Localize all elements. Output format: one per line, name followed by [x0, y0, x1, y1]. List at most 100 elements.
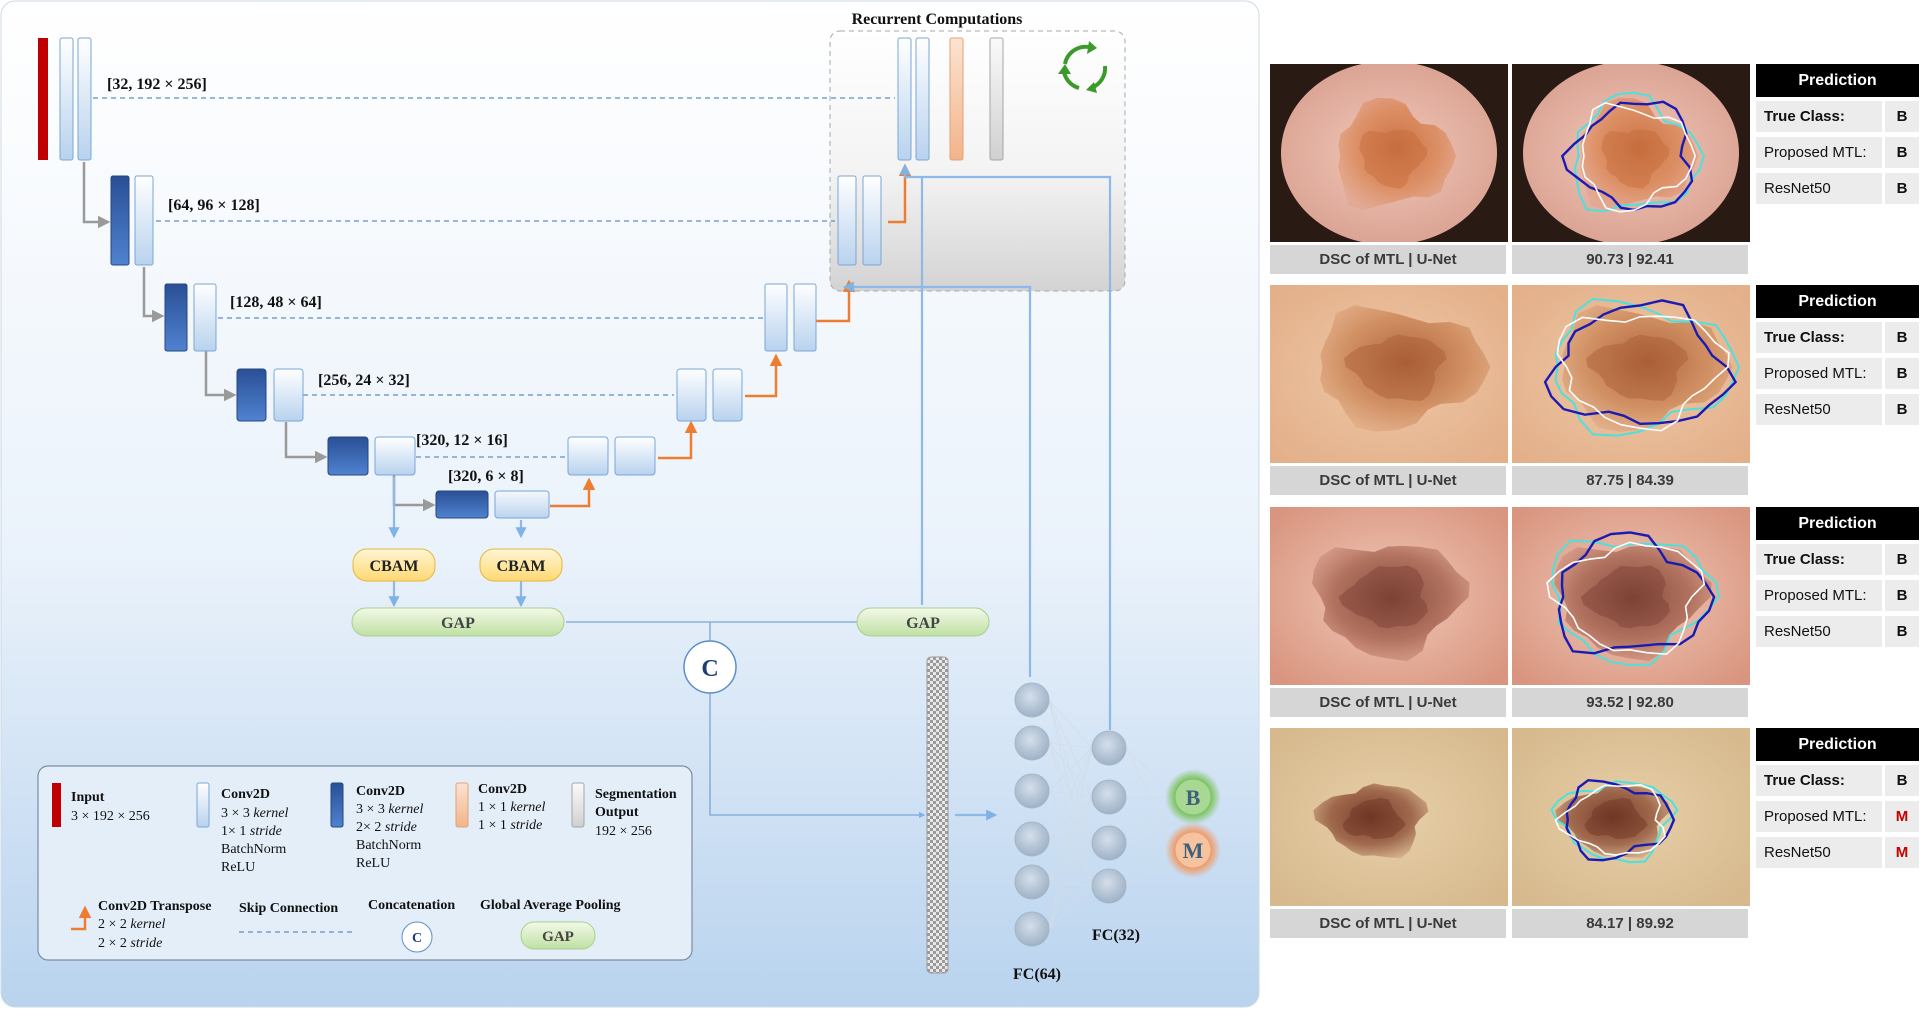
prediction-row-label: True Class:	[1756, 322, 1882, 353]
legend-gap-pill	[520, 921, 596, 950]
case-panel: DSC of MTL | U-Net 90.73 | 92.41 Predict…	[1270, 64, 1920, 276]
legend-transpose-title: Conv2D Transpose	[98, 899, 211, 914]
cbam-label: CBAM	[370, 558, 419, 575]
legend-transpose-arrow	[71, 905, 92, 931]
output-malignant: M	[1165, 822, 1221, 878]
input-block	[38, 38, 48, 160]
prediction-row-value: B	[1885, 765, 1919, 796]
svg-text:2× 2 stride: 2× 2 stride	[356, 820, 417, 835]
dermoscopy-image	[1270, 507, 1508, 685]
fc64-neuron	[1014, 864, 1050, 900]
fc-connections	[1048, 699, 1176, 930]
prediction-header: Prediction	[1756, 507, 1919, 540]
prediction-row-true-class: True Class: B	[1756, 765, 1919, 796]
cbam-label: CBAM	[497, 558, 546, 575]
dsc-label: DSC of MTL | U-Net	[1270, 688, 1506, 717]
cbam-module: CBAM	[479, 548, 563, 582]
segmentation-output-block	[989, 37, 1004, 161]
legend-transpose-stride: 2 × 2	[98, 936, 127, 951]
fc-link	[1048, 885, 1093, 930]
fc-link	[1125, 747, 1176, 851]
fc-link	[1048, 881, 1093, 887]
concat-symbol: C	[701, 656, 718, 682]
legend-conv1-stride-word: stride	[250, 824, 282, 839]
case-panel: DSC of MTL | U-Net 84.17 | 89.92 Predict…	[1270, 728, 1920, 940]
prediction-row-proposed-mtl: Proposed MTL: B	[1756, 137, 1919, 168]
fc-link	[1048, 796, 1093, 930]
legend-conv2-swatch	[330, 782, 344, 828]
prediction-row-true-class: True Class: B	[1756, 101, 1919, 132]
encoder-downsample-arrows	[82, 162, 436, 512]
conv-block	[915, 37, 930, 161]
segmentation-overlay-image	[1512, 64, 1750, 242]
prediction-row-value: B	[1885, 616, 1919, 647]
legend-conv1-swatch	[196, 782, 210, 828]
prediction-row-label: Proposed MTL:	[1756, 358, 1882, 389]
fc-link	[1048, 699, 1093, 798]
svg-text:3 × 3 kernel: 3 × 3 kernel	[356, 802, 423, 817]
fc64-label: FC(64)	[1013, 966, 1061, 983]
legend-conv3-kernel: 1 × 1	[478, 800, 507, 815]
conv-block	[77, 37, 92, 161]
conv-block	[374, 436, 416, 476]
legend-conv3-stride: 1 × 1	[478, 818, 507, 833]
conv-block	[862, 175, 882, 266]
legend-conv3-kernel-word: kernel	[510, 800, 545, 815]
decoder	[567, 37, 1004, 476]
fc32-layer	[1091, 730, 1127, 904]
cbam-module: CBAM	[352, 548, 436, 582]
prediction-row-label: Proposed MTL:	[1756, 801, 1882, 832]
legend-concat-title: Concatenation	[368, 898, 455, 913]
prediction-row-true-class: True Class: B	[1756, 544, 1919, 575]
legend-conv2-stride-word: stride	[385, 820, 417, 835]
legend-gap-title: Global Average Pooling	[480, 898, 621, 913]
fc64-neuron	[1014, 821, 1050, 857]
dims-label: [320, 12 × 16]	[416, 432, 508, 449]
concatenation-node: C	[683, 640, 737, 694]
dsc-values: 93.52 | 92.80	[1512, 688, 1748, 717]
dims-label: [32, 192 × 256]	[107, 76, 207, 93]
fc64-neuron	[1014, 682, 1050, 718]
flattened-feature-vector	[926, 656, 949, 974]
strided-conv-block	[164, 283, 188, 352]
dimension-labels: [32, 192 × 256] [64, 96 × 128] [128, 48 …	[107, 76, 524, 485]
prediction-row-resnet50: ResNet50 B	[1756, 616, 1919, 647]
prediction-row-value: B	[1885, 394, 1919, 425]
pointwise-conv-block	[949, 37, 964, 161]
fc64-neuron	[1014, 725, 1050, 761]
case-panel: DSC of MTL | U-Net 87.75 | 84.39 Predict…	[1270, 285, 1920, 497]
legend-conv3-stride-word: stride	[510, 818, 542, 833]
dsc-values: 90.73 | 92.41	[1512, 245, 1748, 274]
legend-skip-title: Skip Connection	[239, 901, 338, 916]
legend-conv1-title: Conv2D	[221, 787, 270, 802]
fc-link	[1048, 790, 1093, 844]
feature-lines	[388, 163, 1112, 821]
segmentation-overlay-image	[1512, 507, 1750, 685]
conv-block	[567, 436, 609, 476]
fc-link	[1048, 747, 1093, 792]
legend: Input 3 × 192 × 256 Conv2D 3 × 3 kernel …	[37, 765, 693, 961]
fc32-neuron	[1091, 825, 1127, 861]
conv-block	[676, 368, 707, 422]
svg-text:1 × 1 kernel: 1 × 1 kernel	[478, 800, 545, 815]
encoder	[38, 37, 550, 519]
prediction-row-value: B	[1885, 322, 1919, 353]
legend-seg-title2: Output	[595, 805, 639, 820]
prediction-row-label: ResNet50	[1756, 616, 1882, 647]
legend-conv2-bn: BatchNorm	[356, 838, 421, 853]
fc-link	[1048, 699, 1093, 749]
segmentation-overlay-image	[1512, 285, 1750, 463]
prediction-row-resnet50: ResNet50 B	[1756, 394, 1919, 425]
svg-text:3 × 3 kernel: 3 × 3 kernel	[221, 806, 288, 821]
conv-block	[897, 37, 912, 161]
prediction-row-resnet50: ResNet50 B	[1756, 173, 1919, 204]
legend-conv1-relu: ReLU	[221, 860, 255, 875]
legend-gap-label: GAP	[542, 929, 574, 945]
fc-link	[1048, 747, 1093, 883]
prediction-row-value: M	[1885, 837, 1919, 868]
legend-input-line: 3 × 192 × 256	[71, 809, 150, 824]
prediction-row-label: Proposed MTL:	[1756, 137, 1882, 168]
fc-link	[1048, 747, 1093, 930]
svg-text:1 × 1 stride: 1 × 1 stride	[478, 818, 542, 833]
skip-connections	[93, 97, 895, 458]
